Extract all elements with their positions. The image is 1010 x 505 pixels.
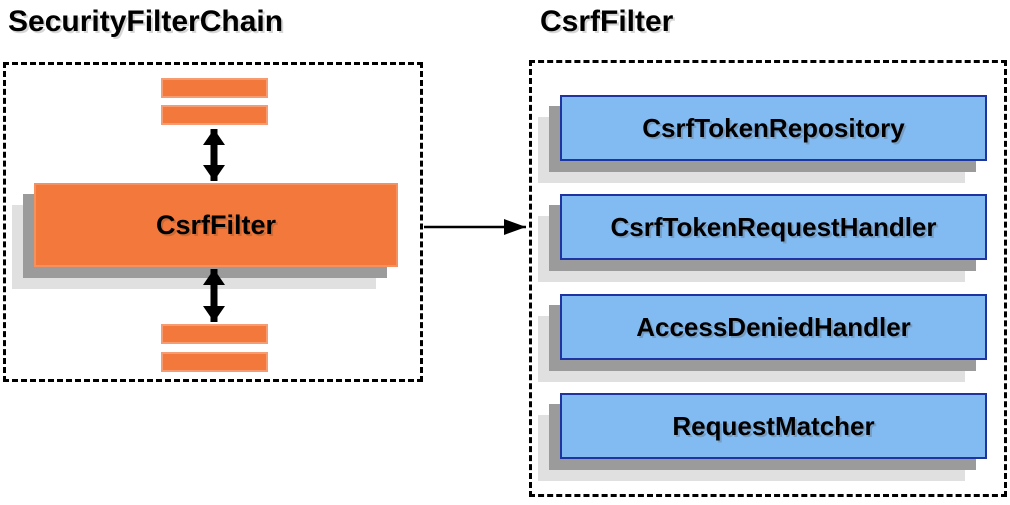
component-label: CsrfTokenRepository — [642, 112, 905, 143]
component-box-access-denied-handler: AccessDeniedHandler — [560, 294, 987, 360]
csrf-filter-container — [529, 60, 1007, 497]
security-filter-chain-container — [3, 62, 423, 382]
csrf-filter-title: CsrfFilter — [540, 5, 674, 38]
filter-chain-bar-top-1 — [161, 78, 268, 98]
component-box-csrf-token-repository: CsrfTokenRepository — [560, 95, 987, 161]
component-box-request-matcher: RequestMatcher — [560, 393, 987, 459]
component-box-csrf-token-request-handler: CsrfTokenRequestHandler — [560, 194, 987, 260]
component-label: RequestMatcher — [672, 410, 875, 441]
csrf-filter-box-label: CsrfFilter — [155, 209, 277, 240]
filter-chain-bar-top-2 — [161, 105, 268, 125]
component-label: AccessDeniedHandler — [636, 311, 911, 342]
security-filter-chain-title: SecurityFilterChain — [8, 5, 284, 38]
component-label: CsrfTokenRequestHandler — [610, 211, 937, 242]
filter-chain-bar-bottom-2 — [161, 352, 268, 372]
csrf-filter-box: CsrfFilter — [34, 183, 398, 267]
filter-chain-bar-bottom-1 — [161, 324, 268, 344]
